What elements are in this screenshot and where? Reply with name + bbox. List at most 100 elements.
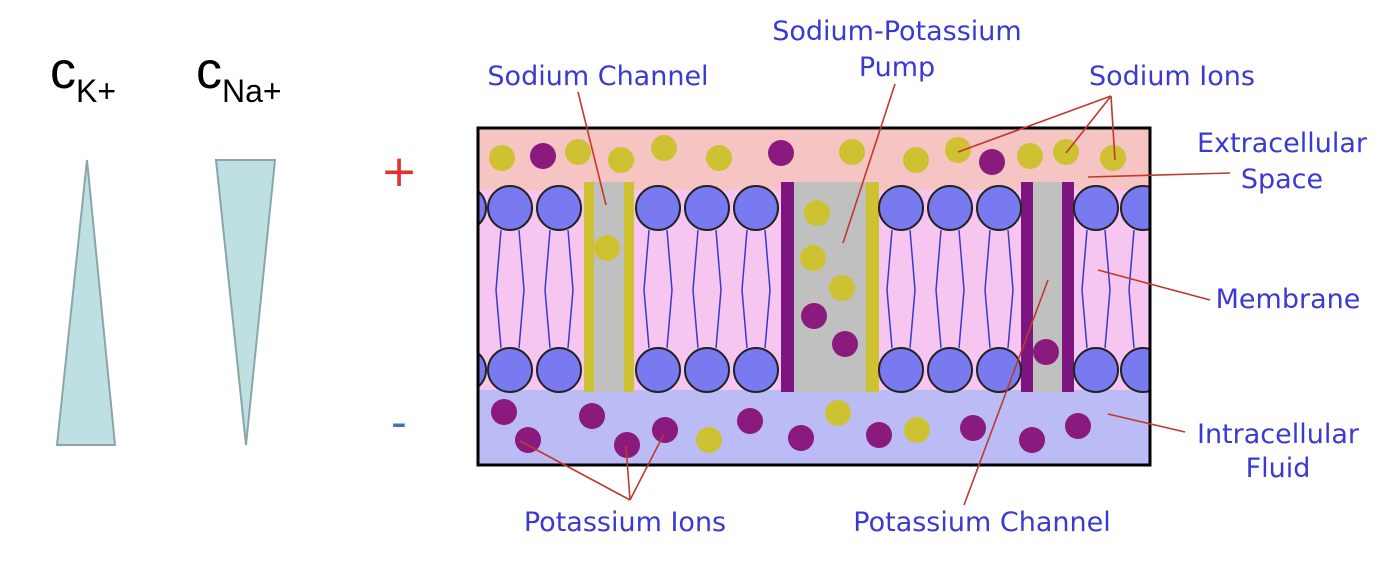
- potassium-ion: [801, 303, 827, 329]
- intracellular-label-line1: Intracellular: [1197, 419, 1360, 450]
- extracellular-label-line1: Extracellular: [1197, 128, 1368, 159]
- lipid-head: [927, 185, 973, 231]
- lipid-tail: [495, 289, 502, 349]
- sodium-ion: [825, 400, 851, 426]
- lipid-tail: [1007, 289, 1014, 349]
- sodium-ion: [945, 137, 971, 163]
- lipid-head: [536, 347, 582, 393]
- negative-charge-sign: -: [391, 397, 407, 448]
- lipid-head: [684, 185, 730, 231]
- potassium-ion: [768, 140, 794, 166]
- lipid-tail: [1007, 229, 1014, 291]
- lipid-head: [878, 347, 924, 393]
- lipid-tail: [764, 229, 771, 291]
- potassium-ion: [515, 427, 541, 453]
- lipid-tail: [450, 230, 455, 290]
- potassium-ion: [530, 143, 556, 169]
- lipid-tail: [567, 229, 574, 291]
- potassium-ion: [866, 422, 892, 448]
- lipid-head: [635, 185, 681, 231]
- pump-label-line2: Pump: [859, 52, 935, 83]
- sodium-ion: [565, 139, 591, 165]
- lipid-tail: [643, 289, 650, 349]
- k-concentration-label: cK+: [50, 42, 116, 109]
- lipid-head: [536, 185, 582, 231]
- lipid-head: [976, 185, 1022, 231]
- lipid-tail: [741, 289, 748, 349]
- sodium-ion: [829, 275, 855, 301]
- sodium-ions-leader-2: [1065, 95, 1112, 154]
- lipid-tail: [1104, 289, 1111, 349]
- sodium-channel-leader: [577, 91, 607, 206]
- intracellular-label-line2: Fluid: [1246, 453, 1311, 484]
- sodium-ion: [839, 139, 865, 165]
- sodium-channel-wall: [584, 182, 594, 392]
- sodium-ion: [594, 235, 620, 261]
- lipid-tail: [692, 289, 699, 349]
- leader-lines: [519, 83, 1231, 506]
- sodium-ion: [489, 145, 515, 171]
- potassium-ion: [788, 425, 814, 451]
- sodium-ion: [706, 145, 732, 171]
- lipid-tail: [518, 289, 525, 349]
- lipid-tail: [984, 229, 991, 291]
- pump-leader: [842, 83, 896, 244]
- lipid-tail: [909, 229, 916, 291]
- na-concentration-label: cNa+: [196, 42, 282, 109]
- sodium-ion: [804, 200, 830, 226]
- sodium-ions-label: Sodium Ions: [1089, 61, 1255, 92]
- extracellular-label-line2: Space: [1241, 164, 1323, 195]
- lipid-tail: [1081, 289, 1088, 349]
- lipid-tails: [450, 229, 1157, 349]
- lipid-tail: [643, 229, 650, 291]
- potassium-channel-wall: [1021, 182, 1033, 392]
- lipid-tail: [518, 229, 525, 291]
- potassium-channel-label: Potassium Channel: [853, 507, 1110, 538]
- lipid-tail: [567, 289, 574, 349]
- lipid-tail: [1081, 229, 1088, 291]
- lipid-tail: [935, 289, 942, 349]
- potassium-ion: [579, 403, 605, 429]
- lipid-tail: [715, 289, 722, 349]
- lipid-head: [1120, 347, 1150, 393]
- potassium-ion: [491, 399, 517, 425]
- lipid-tail: [958, 229, 965, 291]
- sodium-ion: [904, 417, 930, 443]
- lipid-head: [927, 347, 973, 393]
- lipid-heads: [478, 185, 1150, 393]
- potassium-ion: [1065, 413, 1091, 439]
- extracellular-leader: [1087, 172, 1231, 178]
- lipid-tail: [666, 289, 673, 349]
- sodium-ions-leader-1: [957, 95, 1112, 153]
- intracellular-region: [478, 390, 1150, 465]
- lipid-tail: [935, 229, 942, 291]
- lipid-tail: [1128, 289, 1135, 349]
- membrane-box: [450, 128, 1157, 465]
- potassium-ions-label: Potassium Ions: [524, 507, 726, 538]
- lipid-tail: [692, 229, 699, 291]
- potassium-ion: [1019, 427, 1045, 453]
- lipid-tail: [1152, 230, 1157, 290]
- lipid-head: [635, 347, 681, 393]
- potassium-ions-leader-3: [629, 433, 665, 501]
- lipid-tail: [1152, 290, 1157, 348]
- potassium-ion: [960, 415, 986, 441]
- lipid-tail: [909, 289, 916, 349]
- lipid-tail: [495, 229, 502, 291]
- lipid-tail: [886, 289, 893, 349]
- potassium-ion: [1033, 339, 1059, 365]
- pump-label-line1: Sodium-Potassium: [772, 16, 1021, 47]
- sodium-ion: [651, 135, 677, 161]
- lipid-head: [733, 347, 779, 393]
- lipid-tail: [958, 289, 965, 349]
- lipid-head: [1120, 185, 1150, 231]
- pump-wall-potassium: [781, 182, 794, 392]
- sodium-ion: [1100, 145, 1126, 171]
- ions: [489, 135, 1126, 458]
- membrane-box-border: [476, 126, 1152, 467]
- lipid-head: [878, 185, 924, 231]
- lipid-tail: [715, 229, 722, 291]
- potassium-ion: [614, 432, 640, 458]
- pump-wall-sodium: [866, 182, 879, 392]
